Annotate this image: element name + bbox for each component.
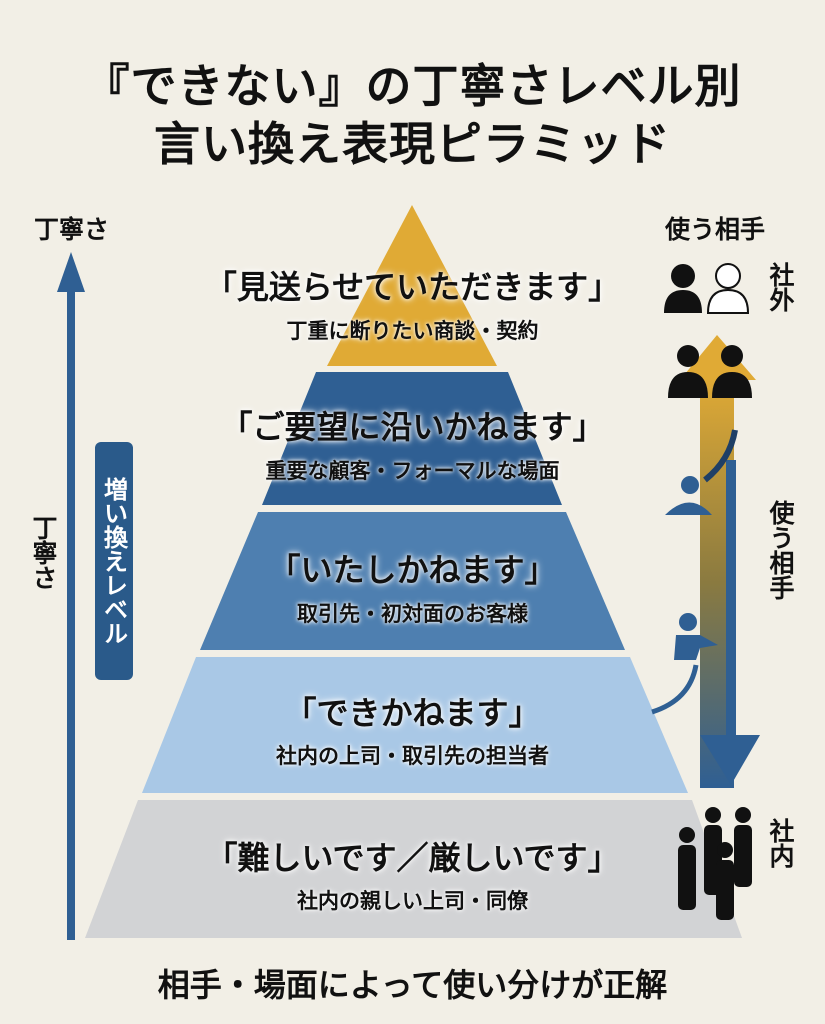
- title-line-2: 言い換え表現ピラミッド: [154, 117, 671, 171]
- tier-3-phrase: 「いたしかねます」: [268, 551, 557, 589]
- axis-top-label: 丁寧さ: [34, 215, 110, 244]
- politeness-arrow-icon: [57, 252, 85, 940]
- partner-side-label: 使う相手: [766, 500, 795, 600]
- tier-1-phrase: 「見送らせていただきます」: [204, 268, 621, 306]
- axis-side-label: 丁寧さ: [29, 515, 58, 590]
- tier-1-band: [327, 205, 497, 366]
- tier-1-context: 丁重に断りたい商談・契約: [286, 319, 539, 343]
- client-icons: [664, 263, 752, 398]
- coworkers-icon: [678, 807, 752, 920]
- pen-stroke-icon: [703, 429, 738, 483]
- tier-4-context: 社内の上司・取引先の担当者: [276, 744, 549, 768]
- tier-5-band: [85, 800, 742, 938]
- footer-message: 相手・場面によって使い分けが正解: [157, 966, 668, 1004]
- tier-3-band: [200, 512, 625, 650]
- tier-5-phrase: 「難しいです／厳しいです」: [205, 839, 620, 877]
- tier-2-context: 重要な顧客・フォーマルな場面: [265, 459, 560, 483]
- title-line-1: 『できない』の丁寧さレベル別: [83, 59, 742, 113]
- tier-2-band: [262, 372, 562, 505]
- tier-2-phrase: 「ご要望に沿いかねます」: [220, 408, 605, 446]
- partner-header: 使う相手: [665, 215, 766, 244]
- outside-label: 社外: [766, 262, 795, 312]
- inside-label: 社内: [766, 818, 795, 868]
- tier-4-phrase: 「できかねます」: [284, 694, 541, 732]
- level-badge: 増い換えレベル: [95, 442, 133, 680]
- tier-3-context: 取引先・初対面のお客様: [297, 602, 528, 626]
- tier-5-context: 社内の親しい上司・同僚: [297, 889, 528, 913]
- tier-4-band: [142, 657, 688, 793]
- down-arrow-icon: [700, 460, 760, 785]
- curved-arrow-icon: [651, 664, 699, 715]
- person-icons: [665, 476, 718, 660]
